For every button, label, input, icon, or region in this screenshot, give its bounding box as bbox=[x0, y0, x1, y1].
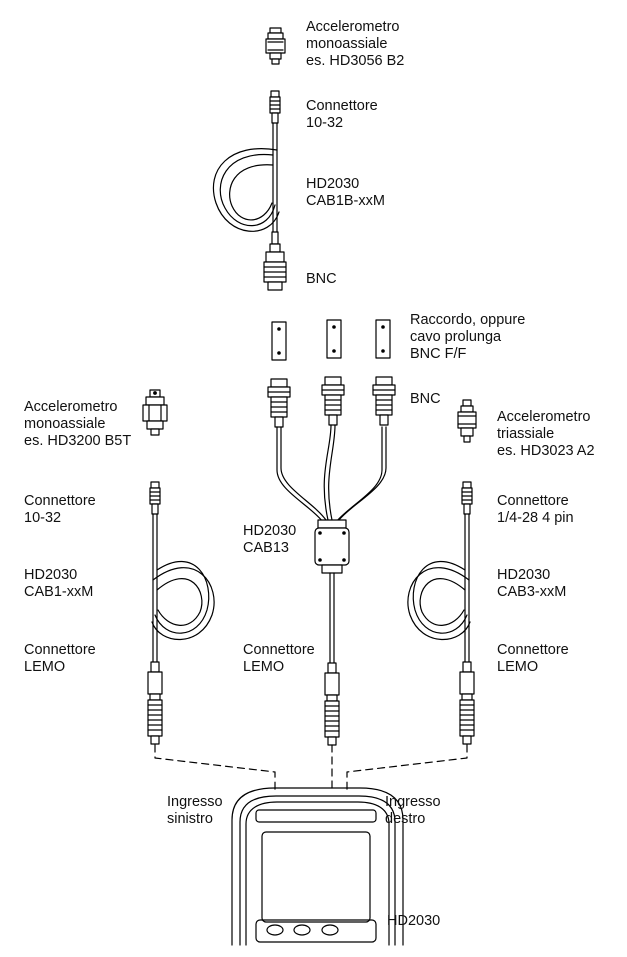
bnc-left-icon bbox=[267, 378, 291, 428]
accelerometer-top-icon bbox=[265, 27, 286, 65]
connector-10-32-left-icon bbox=[149, 481, 161, 515]
lemo-left-icon bbox=[147, 661, 163, 745]
adapter-right-icon bbox=[375, 319, 391, 359]
cable-cab1b-icon bbox=[212, 122, 280, 245]
label-instrument: HD2030 bbox=[387, 913, 441, 929]
adapter-center-icon bbox=[326, 319, 342, 359]
lemo-center-icon bbox=[324, 662, 340, 746]
label-bnc-top: BNC bbox=[306, 271, 337, 287]
cable-cab1-icon bbox=[151, 513, 215, 663]
lemo-right-icon bbox=[459, 661, 475, 745]
splitter-box-icon bbox=[314, 519, 350, 664]
instrument-hd2030-icon bbox=[231, 787, 404, 946]
accelerometer-right-icon bbox=[457, 399, 477, 443]
bnc-center-icon bbox=[321, 376, 345, 426]
cable-cab3-icon bbox=[407, 513, 471, 663]
connector-10-32-top-icon bbox=[269, 90, 281, 124]
adapter-left-icon bbox=[271, 321, 287, 361]
label-bnc-mid: BNC bbox=[410, 391, 441, 407]
accelerometer-left-icon bbox=[142, 389, 168, 436]
bnc-top-icon bbox=[263, 243, 287, 291]
bnc-right-icon bbox=[372, 376, 396, 426]
connector-1-4-28-icon bbox=[461, 481, 473, 515]
cable-cab13-icon bbox=[276, 424, 387, 523]
dashed-guides bbox=[154, 744, 468, 791]
